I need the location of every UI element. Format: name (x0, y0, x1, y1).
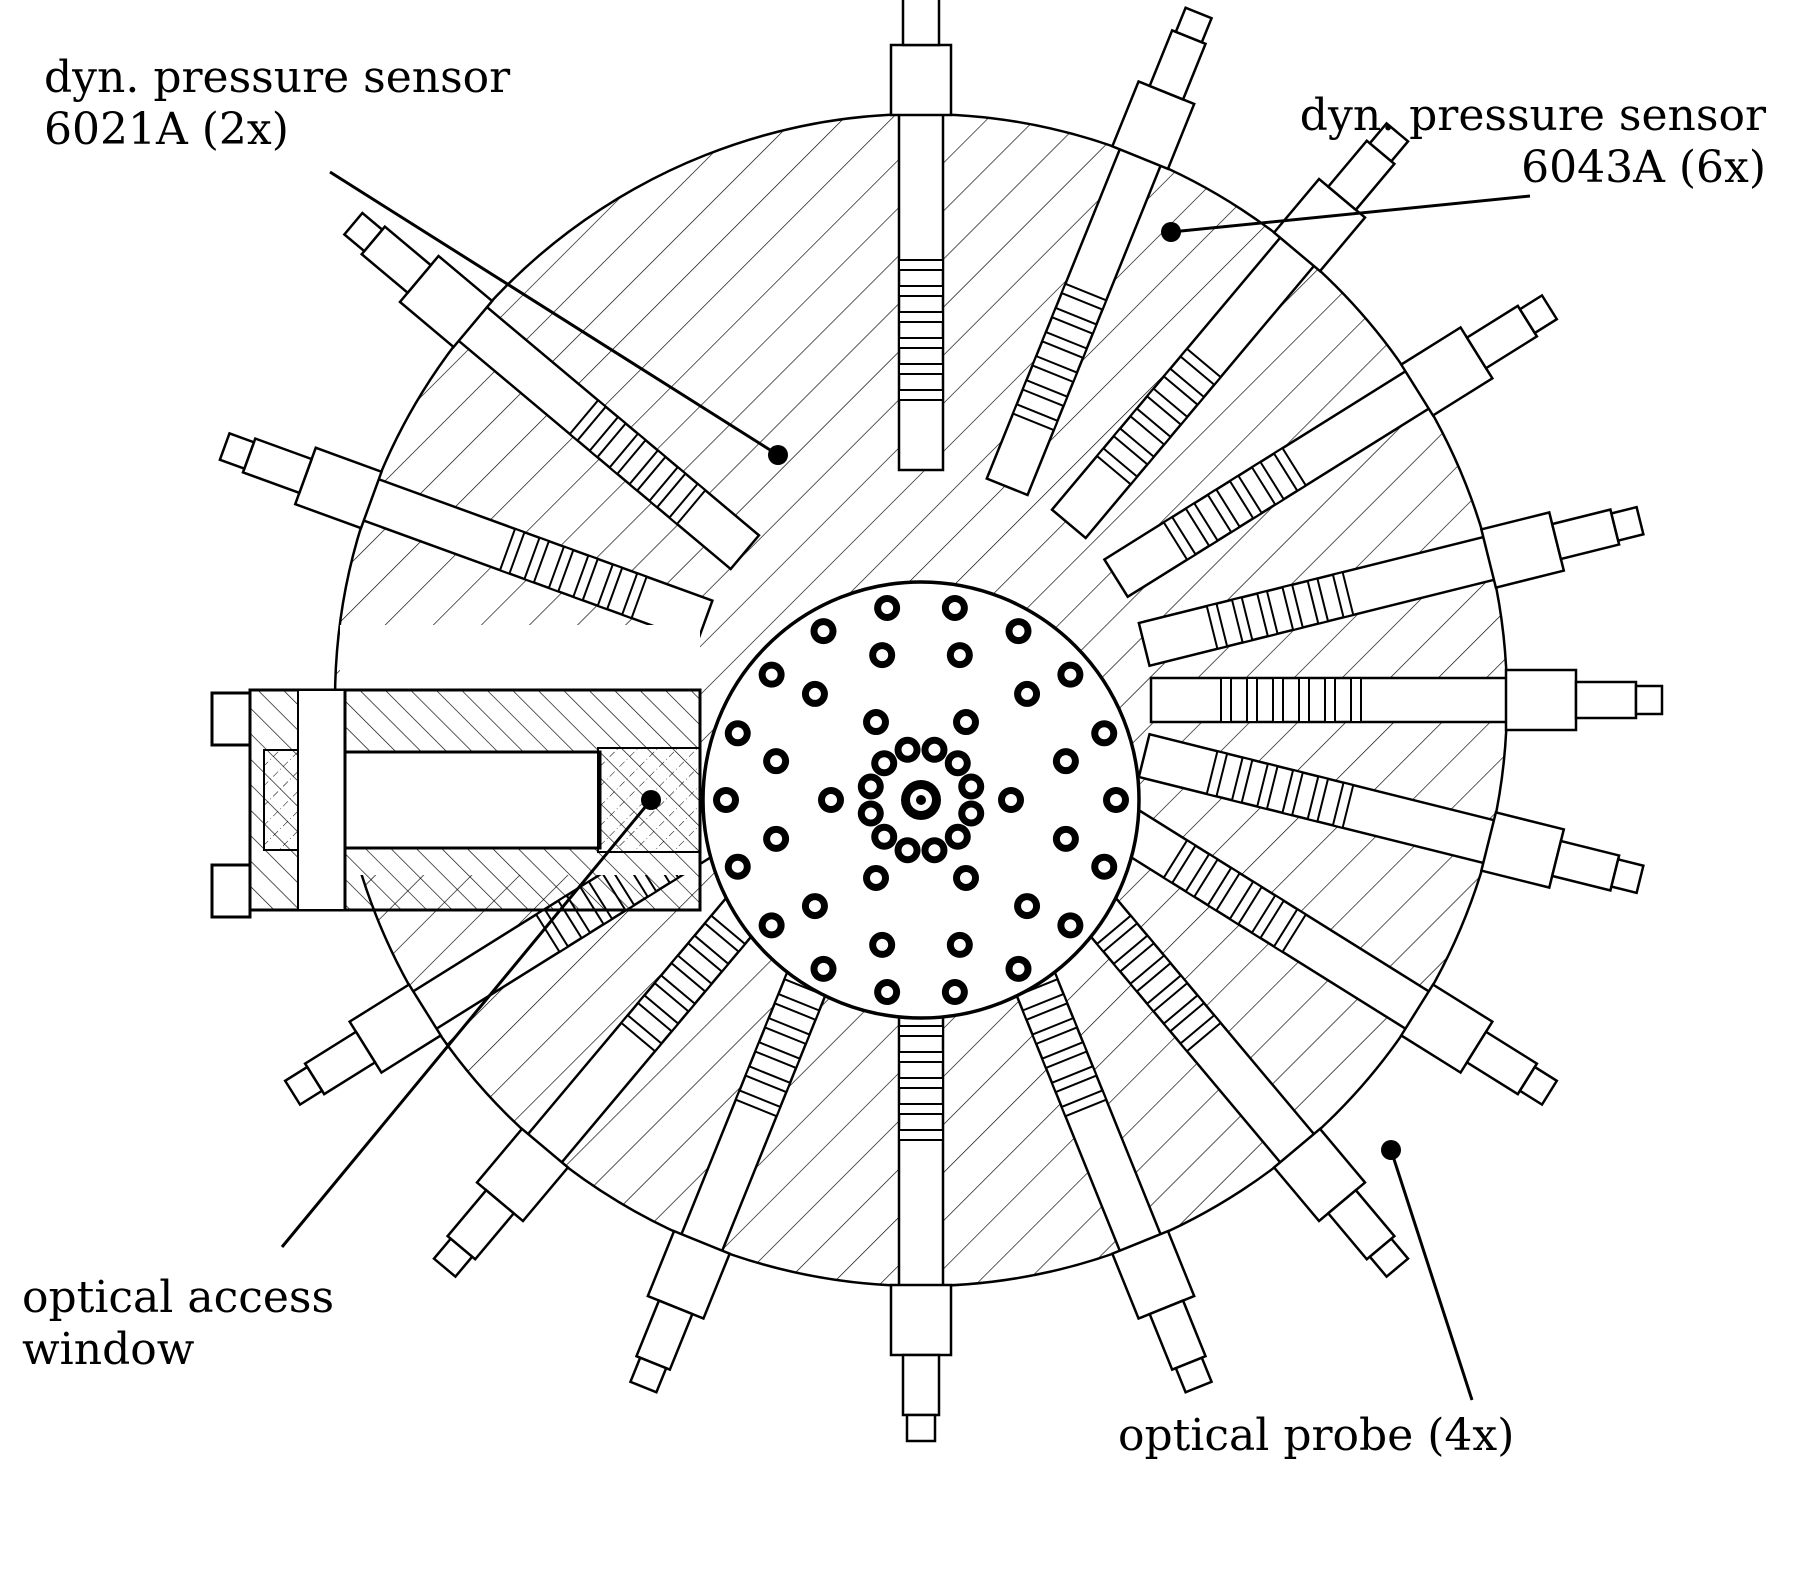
injector-hole (1014, 680, 1041, 707)
injector-hole (758, 912, 785, 939)
leader-line-probe (1389, 1149, 1474, 1401)
injector-hole (894, 837, 921, 864)
injector-hole (863, 864, 889, 891)
sensor-port (889, 928, 953, 1443)
label-line: dyn. pressure sensor (44, 52, 511, 103)
injector-hole (1005, 618, 1032, 645)
injector-hole (941, 979, 968, 1006)
label-line: 6043A (6x) (1521, 142, 1766, 193)
label-optical-probe: optical probe (4x) (1118, 1410, 1514, 1462)
sensor-port (1050, 860, 1410, 1279)
injector-hole (818, 787, 844, 813)
injector-hole (874, 979, 901, 1006)
injector-hole (810, 618, 837, 645)
injector-hole (801, 893, 828, 920)
sensor-port (1050, 121, 1410, 540)
label-optical-access-window: optical access window (22, 1272, 334, 1376)
injector-hole (946, 931, 973, 958)
injector-hole (953, 709, 979, 736)
leader-line-window (280, 799, 653, 1248)
injector-hole (857, 800, 884, 827)
sensor-port (1102, 293, 1559, 599)
injector-hole (874, 594, 901, 621)
label-line: 6021A (2x) (44, 104, 289, 155)
injector-hole (724, 853, 751, 880)
sensor-port (889, 0, 953, 472)
injector-hole (921, 736, 948, 763)
leader-dot-window (641, 790, 661, 810)
label-line: optical probe (4x) (1118, 1410, 1515, 1461)
injector-hole (941, 594, 968, 621)
injector-hole (1091, 853, 1118, 880)
label-line: optical access (22, 1272, 335, 1323)
injector-hole (871, 750, 898, 777)
injector-hole (810, 955, 837, 982)
sensor-port (342, 211, 761, 571)
injector-hole (944, 750, 971, 777)
leader-dot-6043 (1161, 222, 1181, 242)
injector-hole (946, 642, 973, 669)
injector-hole (801, 680, 828, 707)
injector-hole (1103, 787, 1129, 813)
injector-hole (1057, 661, 1084, 688)
leader-dot-6021 (768, 445, 788, 465)
sensor-ports (218, 0, 1664, 1443)
sensor-port (628, 903, 857, 1394)
leader-line-6043 (1170, 194, 1531, 234)
injector-hole (758, 661, 785, 688)
sensor-port (432, 860, 792, 1279)
injector-hole (863, 709, 889, 736)
injector-hole (1052, 748, 1079, 775)
injector-hole (894, 736, 921, 763)
label-pressure-sensor-6043a: dyn. pressure sensor 6043A (6x) (1300, 90, 1766, 194)
injector-hole (724, 720, 751, 747)
injector-hole (1005, 955, 1032, 982)
injector-hole (1014, 893, 1041, 920)
injector-hole (1052, 825, 1079, 852)
injector-hole (869, 931, 896, 958)
injector-hole (869, 642, 896, 669)
injector-hole (958, 773, 985, 800)
label-line: window (22, 1324, 195, 1375)
injector-hole (1091, 720, 1118, 747)
sensor-port (985, 6, 1214, 497)
injector-hole (944, 823, 971, 850)
sensor-port (1137, 732, 1645, 895)
injector-hole (998, 787, 1024, 813)
sensor-port (985, 903, 1214, 1394)
label-pressure-sensor-6021a: dyn. pressure sensor 6021A (2x) (44, 52, 510, 156)
injector-hole (763, 748, 790, 775)
injector-hole (763, 825, 790, 852)
leader-line-6021 (329, 170, 779, 457)
sensor-port (1137, 505, 1645, 668)
sensor-port (1102, 801, 1559, 1107)
injector-hole (871, 823, 898, 850)
label-line: dyn. pressure sensor (1299, 90, 1766, 141)
injector-hole (958, 800, 985, 827)
optical-access-window-assembly (210, 625, 702, 920)
injector-hole (1057, 912, 1084, 939)
injector-hole (857, 773, 884, 800)
injector-hole (921, 837, 948, 864)
injector-hole (953, 864, 979, 891)
injector-hole (713, 787, 739, 813)
injector-holes (713, 594, 1129, 1006)
leader-lines (280, 170, 1531, 1401)
leader-dot-probe (1381, 1140, 1401, 1160)
sensor-port (1149, 668, 1664, 732)
injector-hole (901, 780, 941, 820)
sensor-port (218, 431, 714, 644)
